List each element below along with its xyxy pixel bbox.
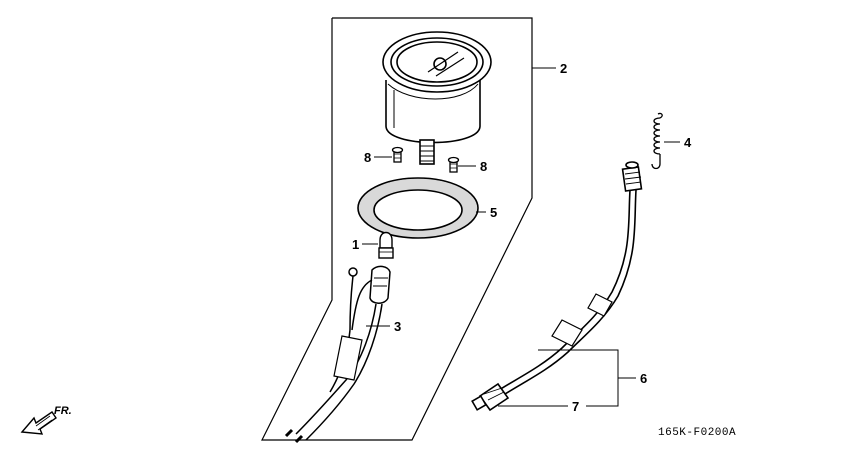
grommet-seal: [357, 177, 479, 239]
meter-housing: [382, 31, 492, 165]
speedometer-cable: [471, 161, 643, 412]
callout-2: 2: [560, 61, 567, 76]
front-direction-arrow: FR.: [20, 405, 72, 435]
callout-1: 1: [352, 237, 359, 252]
callout-3: 3: [394, 319, 401, 334]
screw-left: [391, 146, 404, 163]
screw-right: [447, 156, 460, 173]
callout-4: 4: [684, 135, 692, 150]
callout-7: 7: [572, 399, 579, 414]
spring: [651, 112, 663, 170]
callout-8-right: 8: [480, 159, 487, 174]
front-direction-label: FR.: [54, 405, 72, 417]
leader-lines: [362, 67, 680, 407]
bulb: [378, 231, 394, 259]
callout-6: 6: [640, 371, 647, 386]
callout-8-left: 8: [364, 150, 371, 165]
drawing-code: 165K-F0200A: [658, 427, 736, 439]
assembly-outline: [261, 17, 533, 441]
callout-5: 5: [490, 205, 497, 220]
wire-harness: [284, 265, 391, 444]
